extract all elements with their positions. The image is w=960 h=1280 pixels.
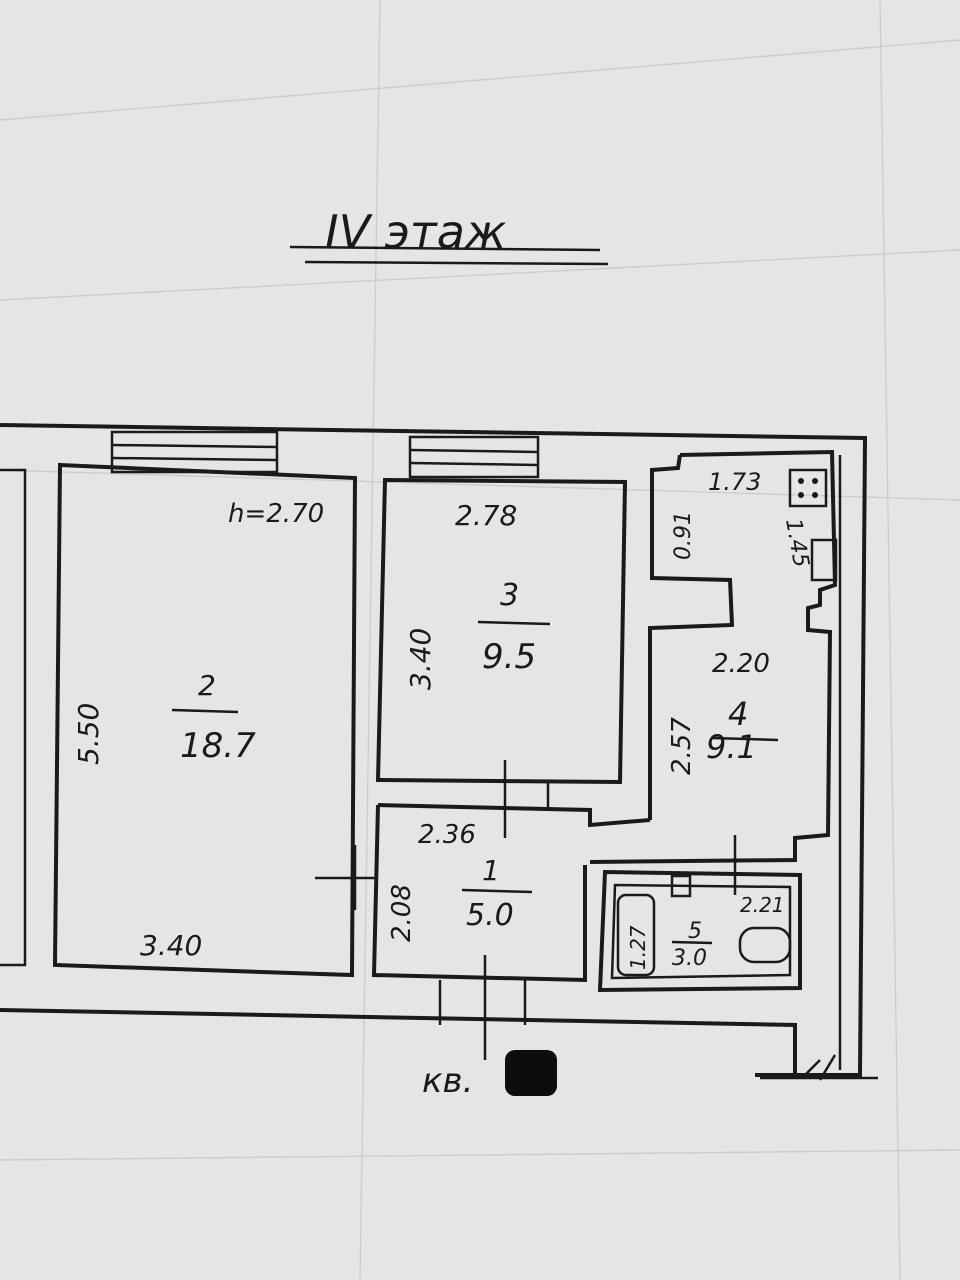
room-1-number: 1 [482, 854, 500, 887]
toilet-icon [670, 874, 692, 898]
window-room-2-pane-2 [111, 456, 278, 462]
bathtub-icon [616, 893, 656, 977]
stove-burner-icon [798, 492, 804, 498]
stove-burner-icon [812, 478, 818, 484]
window-room-3-pane-2 [409, 461, 539, 467]
room-1: 2.36 1 5.0 2.08 [315, 760, 651, 1060]
kitchen-side-dim: 1.45 [780, 517, 813, 570]
apartment-label: кв. [422, 1061, 473, 1101]
room-4-area: 9.1 [706, 728, 757, 766]
window-room-2 [110, 430, 279, 474]
room-5-number: 5 [688, 919, 702, 944]
stair-marker [760, 1054, 878, 1081]
window-room-2-pane [111, 443, 278, 449]
room-2-width-dim: 3.40 [140, 929, 202, 962]
window-room-3 [408, 435, 540, 479]
room-4-number: 4 [728, 695, 748, 733]
bath-height-dim: 1.27 [626, 925, 650, 970]
window-room-3-pane [409, 448, 539, 454]
room-4-height-dim: 2.57 [667, 717, 697, 775]
title-underline-1 [289, 245, 601, 252]
kitchen-niche-dim: 0.91 [671, 511, 696, 560]
room-3-number: 3 [500, 578, 519, 613]
title-underline-2 [304, 260, 609, 266]
room-3: 2.78 3 9.5 3.40 [375, 435, 628, 785]
room-4-fraction-line [711, 736, 779, 742]
stove-burner-icon [812, 492, 818, 498]
room-1-fraction-line [461, 888, 533, 894]
sink-icon [810, 538, 838, 582]
bath-width-dim: 2.21 [740, 893, 785, 917]
ceiling-height: h=2.70 [228, 499, 324, 529]
room-5-area: 3.0 [672, 946, 707, 971]
outer-walls [0, 423, 868, 1077]
room-3-width-dim: 2.78 [455, 499, 517, 532]
room-5-fraction-line [671, 940, 713, 945]
room-2-height-dim: 5.50 [72, 703, 105, 765]
floor-title-group: IV этаж [289, 205, 609, 266]
room-4-width-dim: 2.20 [712, 649, 770, 679]
redaction-mark [505, 1050, 557, 1096]
room-2-area: 18.7 [180, 726, 256, 766]
kitchen-top-width-dim: 1.73 [708, 468, 761, 496]
room-2: h=2.70 2 18.7 5.50 3.40 [52, 430, 358, 978]
room-1-height-dim: 2.08 [387, 884, 417, 942]
stove-burner-icon [798, 478, 804, 484]
apartment-label-group: кв. [422, 1050, 557, 1101]
washbasin-icon [738, 926, 792, 964]
room-5: 2.21 1.27 5 3.0 [597, 835, 802, 993]
room-3-area: 9.5 [482, 637, 536, 677]
room-2-fraction-line [171, 708, 239, 714]
room-3-height-dim: 3.40 [404, 628, 437, 690]
room-3-fraction-line [477, 620, 551, 626]
stove-icon [788, 468, 828, 508]
room-1-width-dim: 2.36 [418, 820, 476, 850]
floor-title: IV этаж [325, 205, 507, 259]
room-2-number: 2 [198, 669, 216, 702]
room-4: 1.73 0.91 1.45 2.20 4 9.1 2.57 [589, 449, 838, 864]
room-1-area: 5.0 [466, 898, 514, 933]
